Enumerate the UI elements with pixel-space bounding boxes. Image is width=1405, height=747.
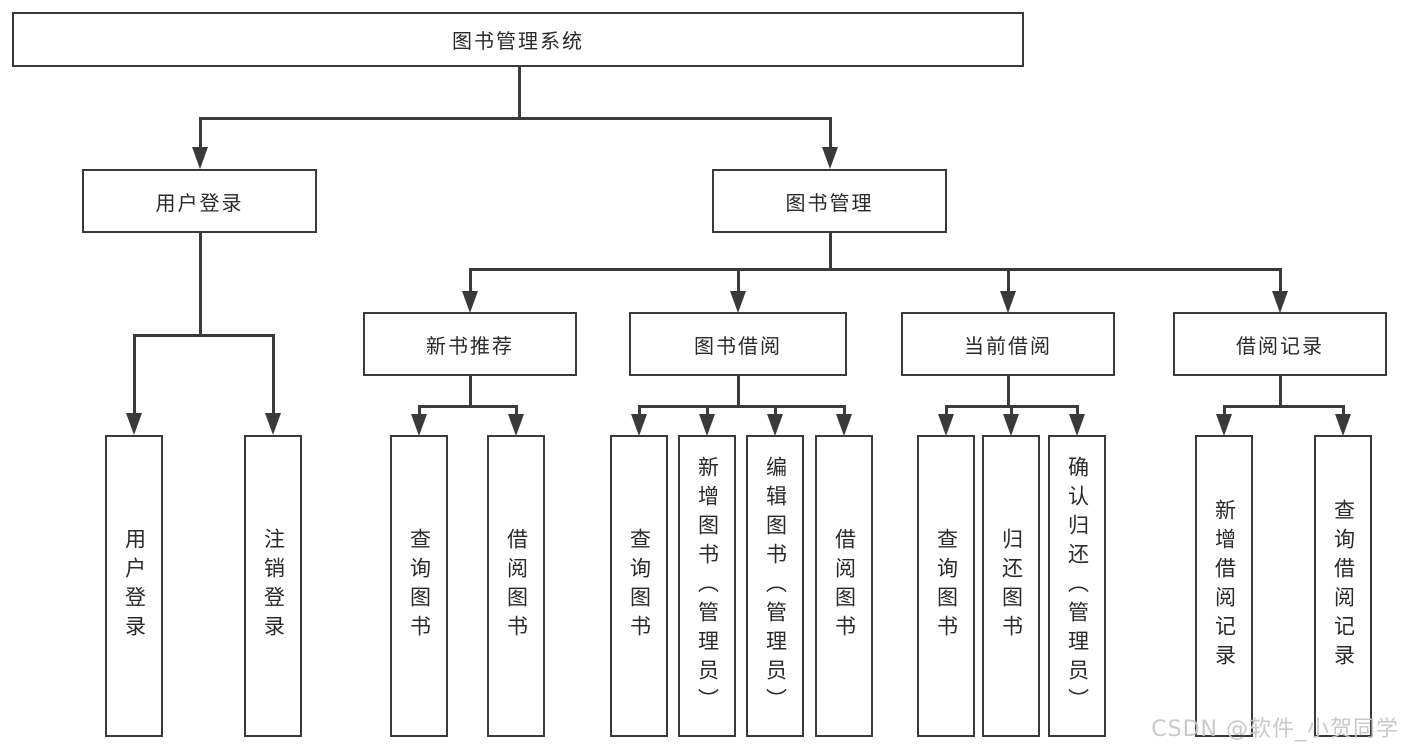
connector-to-borrowing-records <box>1278 268 1282 294</box>
node-query-books: 查询图书 <box>917 435 975 737</box>
node-label: 查询图书 <box>934 528 959 644</box>
node-label: 查询图书 <box>407 528 432 644</box>
connector-leaf <box>514 404 518 419</box>
connector-leaf <box>1341 404 1345 419</box>
connector-leaf <box>773 404 777 419</box>
node-label: 查询借阅记录 <box>1331 499 1356 673</box>
connector-to-user-login-leaf <box>132 333 136 416</box>
node-label: 新增图书（管理员） <box>695 455 720 717</box>
connector-book-borrowing-stub <box>736 374 740 407</box>
node-borrow-books: 借阅图书 <box>487 435 545 737</box>
arrow-down-icon <box>1272 291 1288 313</box>
node-book-management: 图书管理 <box>712 169 947 233</box>
node-label: 用户登录 <box>122 528 147 644</box>
node-label: 图书管理系统 <box>452 29 584 53</box>
node-label: 确认归还（管理员） <box>1065 455 1090 717</box>
node-confirm-return-admin: 确认归还（管理员） <box>1048 435 1106 737</box>
connector-leaf <box>1009 404 1013 419</box>
connector-borrowing-records-stub <box>1278 374 1282 407</box>
connector-to-new-book-recommendation <box>468 268 472 294</box>
node-logout: 注销登录 <box>244 435 302 737</box>
node-borrow-books: 借阅图书 <box>815 435 873 737</box>
connector-to-current-borrowing <box>1006 268 1010 294</box>
connector-book-management-stub <box>828 232 832 271</box>
csdn-watermark: CSDN @软件_小贺同学 <box>1151 717 1399 742</box>
connector-leaf <box>842 404 846 419</box>
arrow-down-icon <box>822 147 838 169</box>
connector-current-borrowing-stub <box>1006 374 1010 407</box>
connector-leaf <box>944 404 948 419</box>
node-user-login: 用户登录 <box>82 169 317 233</box>
connector-level2-bus <box>198 117 832 120</box>
node-label: 图书借阅 <box>694 333 782 358</box>
arrow-down-icon <box>1000 291 1016 313</box>
arrow-down-icon <box>699 414 715 436</box>
node-query-borrow-record: 查询借阅记录 <box>1314 435 1372 737</box>
arrow-down-icon <box>767 414 783 436</box>
node-label: 编辑图书（管理员） <box>763 455 788 717</box>
connector-level3-bus <box>468 268 1282 271</box>
connector-leaf <box>417 404 421 419</box>
node-label: 查询图书 <box>627 528 652 644</box>
node-edit-book-admin: 编辑图书（管理员） <box>746 435 804 737</box>
node-label: 借阅图书 <box>832 528 857 644</box>
node-current-borrowing: 当前借阅 <box>901 312 1115 376</box>
arrow-down-icon <box>1069 414 1085 436</box>
connector-book-borrowing-bus <box>637 404 846 408</box>
node-new-book-recommendation: 新书推荐 <box>363 312 577 376</box>
node-return-books: 归还图书 <box>982 435 1040 737</box>
node-label: 图书管理 <box>785 190 874 215</box>
arrow-down-icon <box>411 414 427 436</box>
arrow-down-icon <box>265 413 281 435</box>
arrow-down-icon <box>730 291 746 313</box>
node-label: 当前借阅 <box>964 333 1052 358</box>
connector-new-book-stub <box>468 374 472 407</box>
connector-leaf <box>637 404 641 419</box>
node-label: 借阅记录 <box>1236 333 1324 358</box>
arrow-down-icon <box>938 414 954 436</box>
arrow-down-icon <box>192 147 208 169</box>
node-label: 新增借阅记录 <box>1212 499 1237 673</box>
connector-root-stub <box>517 65 521 119</box>
arrow-down-icon <box>508 414 524 436</box>
node-label: 借阅图书 <box>504 528 529 644</box>
arrow-down-icon <box>126 413 142 435</box>
arrow-down-icon <box>631 414 647 436</box>
arrow-down-icon <box>1003 414 1019 436</box>
node-add-borrow-record: 新增借阅记录 <box>1195 435 1253 737</box>
connector-to-logout-leaf <box>271 333 275 416</box>
node-add-book-admin: 新增图书（管理员） <box>678 435 736 737</box>
node-book-borrowing: 图书借阅 <box>629 312 847 376</box>
arrow-down-icon <box>1216 414 1232 436</box>
node-label: 用户登录 <box>155 190 244 215</box>
connector-to-user-login <box>198 117 202 150</box>
connector-leaf <box>705 404 709 419</box>
node-label: 新书推荐 <box>426 333 514 358</box>
node-label: 归还图书 <box>999 528 1024 644</box>
connector-to-book-borrowing <box>736 268 740 294</box>
node-query-books: 查询图书 <box>610 435 668 737</box>
connector-to-book-management <box>828 117 832 150</box>
arrow-down-icon <box>1335 414 1351 436</box>
node-label: 注销登录 <box>261 528 286 644</box>
connector-leaf <box>1222 404 1226 419</box>
node-user-login-leaf: 用户登录 <box>105 435 163 737</box>
arrow-down-icon <box>462 291 478 313</box>
connector-new-book-bus <box>417 404 518 408</box>
connector-leaf <box>1075 404 1079 419</box>
node-query-books: 查询图书 <box>390 435 448 737</box>
node-borrowing-records: 借阅记录 <box>1173 312 1387 376</box>
node-library-management-system: 图书管理系统 <box>12 12 1024 67</box>
connector-user-login-bus <box>132 333 275 337</box>
connector-borrowing-records-bus <box>1222 404 1345 408</box>
connector-user-login-stub <box>198 232 202 336</box>
arrow-down-icon <box>836 414 852 436</box>
